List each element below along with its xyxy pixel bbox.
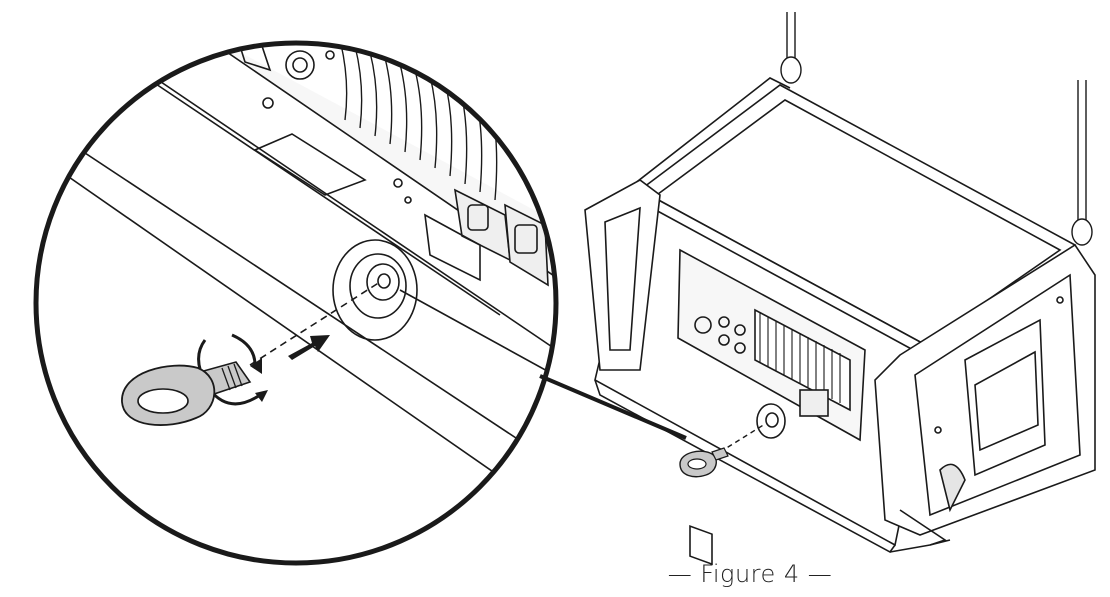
insertion-path <box>249 281 381 366</box>
fly-point-socket <box>332 239 418 341</box>
eyebolt-icon <box>121 361 252 426</box>
rigging-cable <box>780 12 1093 246</box>
speaker-enclosure <box>584 12 1096 566</box>
magnified-detail <box>33 40 559 566</box>
figure-caption: — Figure 4 — <box>667 560 833 588</box>
insert-arrow-icon <box>288 335 330 360</box>
eyebolt-icon <box>679 447 729 478</box>
